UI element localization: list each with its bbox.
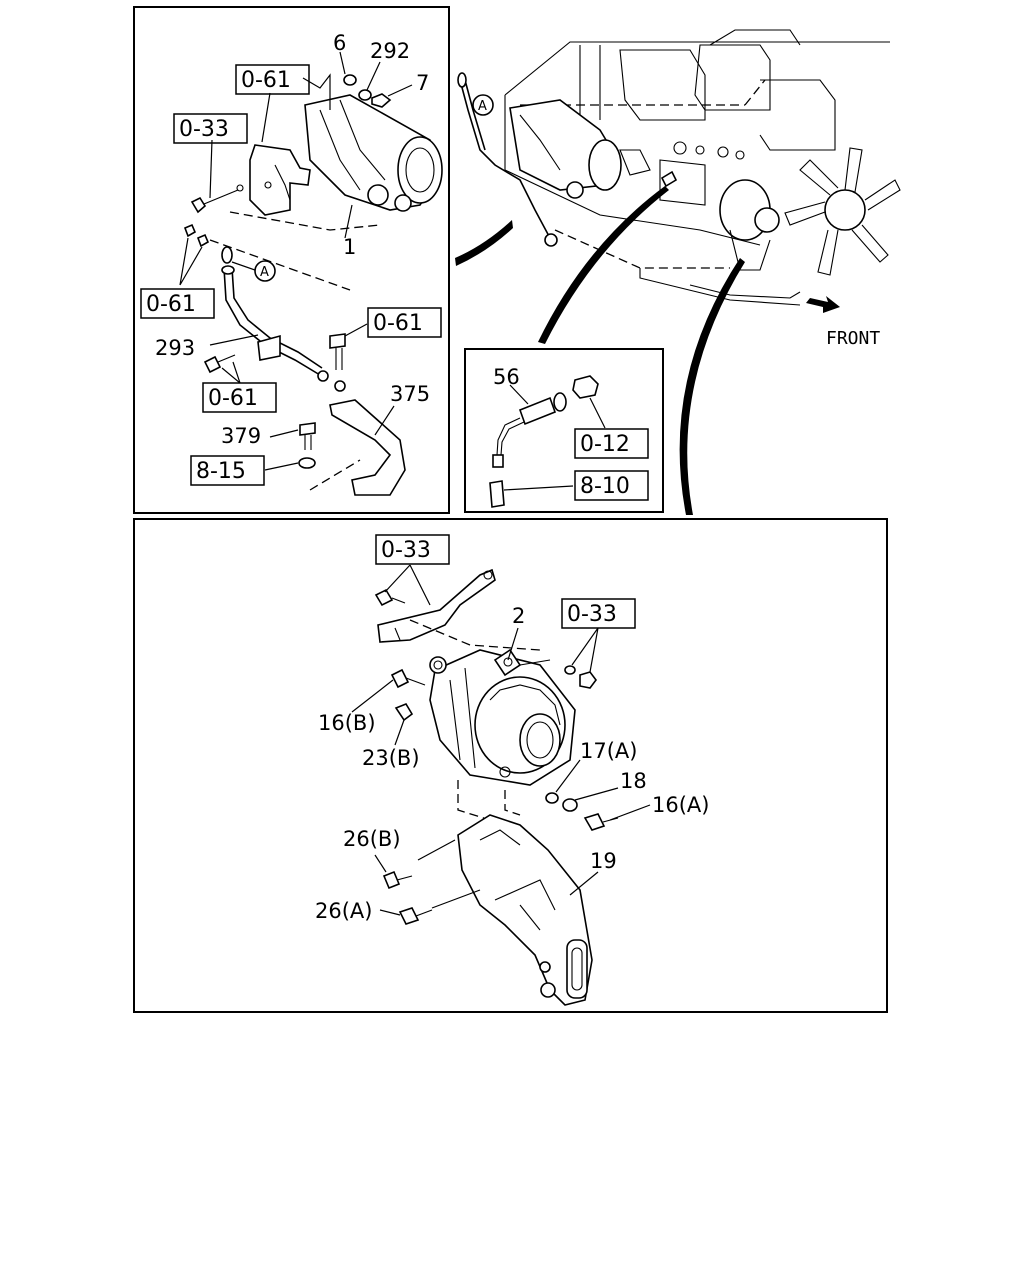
circle-a-starter: A: [231, 260, 276, 282]
part-label-293: 293: [155, 336, 195, 360]
alternator-panel-frame: [133, 518, 888, 1013]
sensor-panel-frame: [464, 348, 664, 513]
ref-label-0-33-top: 0-33: [381, 538, 431, 563]
circle-a-starter-text: A: [260, 265, 269, 280]
bolt-16b-icon: [390, 668, 410, 689]
ref-label-8-10: 8-10: [580, 474, 630, 499]
bolt-16a-icon: [583, 813, 606, 831]
part-label-375: 375: [390, 382, 430, 406]
nut-012-icon: [572, 375, 599, 399]
connector-swoosh-alternator: [679, 258, 745, 515]
ref-label-0-61-bottom: 0-61: [208, 386, 258, 411]
bolt-26b-icon: [382, 870, 401, 890]
part-label-23b: 23(B): [362, 746, 420, 770]
ref-label-0-33: 0-33: [179, 117, 229, 142]
part-label-379: 379: [221, 424, 261, 448]
bolt-033-icon: [190, 196, 207, 214]
mounting-bracket-19-drawing: [457, 814, 593, 1006]
ref-label-0-12: 0-12: [580, 432, 630, 457]
ref-label-0-61-top: 0-61: [241, 68, 291, 93]
engine-overview-drawing: [457, 29, 901, 306]
part-label-7: 7: [416, 71, 429, 95]
ref-label-0-33-right: 0-33: [567, 602, 617, 627]
alternator-bracket-drawing: [377, 568, 496, 643]
washer-6-icon: [343, 74, 357, 86]
oring-18-icon: [562, 798, 578, 812]
part-label-16a: 16(A): [652, 793, 709, 817]
front-label: FRONT: [826, 328, 880, 349]
part-label-56: 56: [493, 365, 520, 389]
part-label-1: 1: [343, 235, 356, 259]
circle-a-overview: A: [472, 94, 494, 116]
sensor-56-drawing: [492, 392, 567, 468]
nut-292-icon: [358, 89, 372, 101]
alternator-drawing: [429, 648, 576, 786]
connector-swoosh-starter: [455, 220, 513, 266]
circle-a-overview-text: A: [478, 99, 487, 114]
bolt-26a-icon: [398, 907, 420, 925]
part-label-16b: 16(B): [318, 711, 376, 735]
part-label-19: 19: [590, 849, 617, 873]
part-label-18: 18: [620, 769, 647, 793]
ref-label-8-15: 8-15: [196, 459, 246, 484]
part-label-17a: 17(A): [580, 739, 637, 763]
front-arrow-icon: [806, 296, 840, 313]
part-label-292: 292: [370, 39, 410, 63]
part-label-26b: 26(B): [343, 827, 401, 851]
part-label-2: 2: [512, 604, 525, 628]
connector-swoosh-sensor: [538, 186, 669, 344]
nut-23b-icon: [394, 703, 414, 722]
ref-label-0-61-bolt: 0-61: [373, 311, 423, 336]
bolt-033-alt-icon: [374, 588, 394, 607]
nut-033-icon: [579, 671, 597, 689]
nut-7-icon: [371, 93, 392, 108]
washer-17a-icon: [545, 792, 559, 804]
fan-drawing: [784, 147, 901, 276]
part-label-26a: 26(A): [315, 899, 372, 923]
part-label-6: 6: [333, 31, 346, 55]
connector-810-icon: [489, 480, 505, 508]
starter-panel-frame: [133, 6, 450, 514]
starter-motor-drawing: [249, 94, 443, 216]
ref-label-0-61-left: 0-61: [146, 292, 196, 317]
